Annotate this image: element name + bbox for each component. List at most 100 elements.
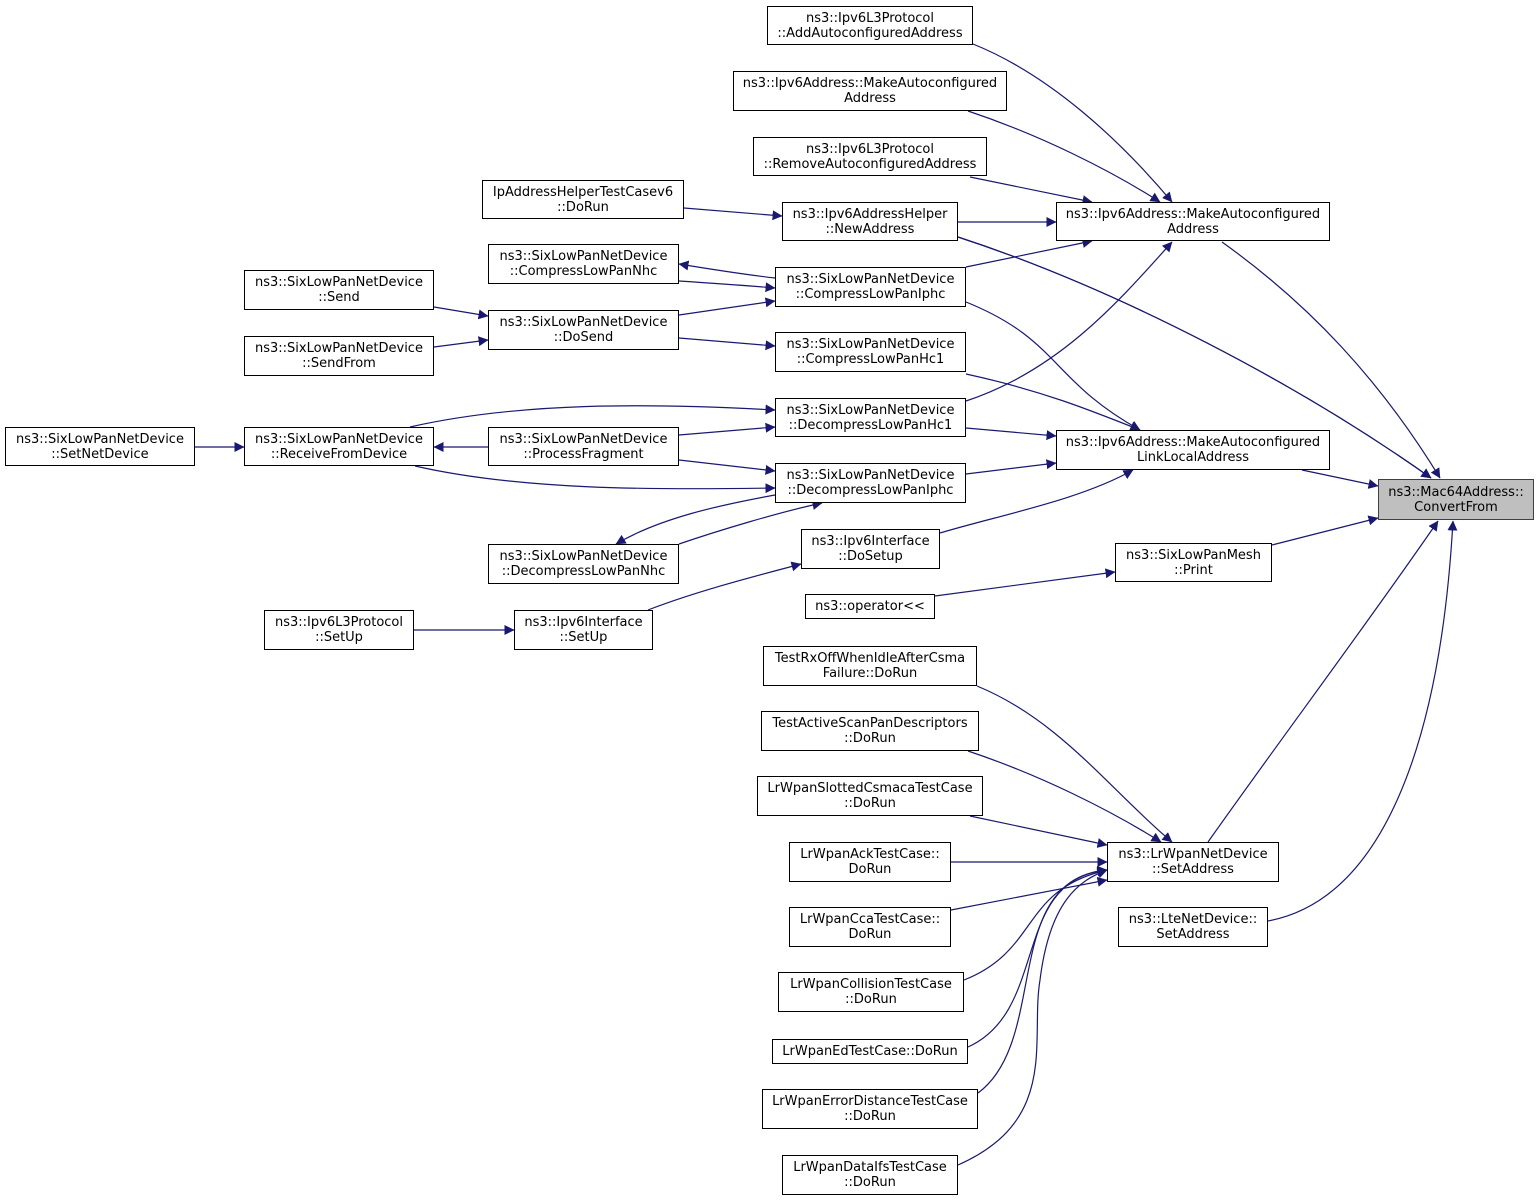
node-ltenetdevice-setaddress[interactable]: ns3::LteNetDevice:: SetAddress	[1118, 907, 1268, 947]
node-label: ns3::Ipv6L3Protocol ::AddAutoconfiguredA…	[777, 10, 963, 41]
node-ipv6l3protocol-setup[interactable]: ns3::Ipv6L3Protocol ::SetUp	[264, 610, 414, 650]
node-ipv6l3protocol-removeautoconfiguredaddress[interactable]: ns3::Ipv6L3Protocol ::RemoveAutoconfigur…	[753, 137, 987, 176]
edge-n10-to-n8	[678, 297, 776, 316]
edge-n32-to-n19	[1267, 520, 1458, 922]
node-label: LrWpanDataIfsTestCase ::DoRun	[793, 1160, 947, 1190]
node-makeautoconfiguredlinklocaladdress[interactable]: ns3::Ipv6Address::MakeAutoconfigured Lin…	[1056, 430, 1330, 470]
edge-n13-to-n6	[965, 241, 1173, 402]
edge-n33-to-n30	[963, 867, 1108, 981]
node-sixlowpannetdevice-processfragment[interactable]: ns3::SixLowPanNetDevice ::ProcessFragmen…	[488, 427, 679, 466]
edge-n15-to-n18	[414, 465, 776, 494]
node-label: ns3::SixLowPanNetDevice ::DecompressLowP…	[499, 549, 668, 579]
edge-n17-to-n19	[1301, 469, 1379, 489]
node-lrwpanerrordistancetestcase-dorun[interactable]: LrWpanErrorDistanceTestCase ::DoRun	[762, 1089, 978, 1129]
node-label: ns3::SixLowPanNetDevice ::CompressLowPan…	[786, 272, 955, 302]
node-ipv6interface-dosetup[interactable]: ns3::Ipv6Interface ::DoSetup	[801, 529, 940, 569]
node-lrwpanedtestcase-dorun[interactable]: LrWpanEdTestCase::DoRun	[772, 1039, 968, 1064]
node-label: ns3::SixLowPanMesh ::Print	[1126, 547, 1261, 578]
node-ipv6l3protocol-addautoconfiguredaddress[interactable]: ns3::Ipv6L3Protocol ::AddAutoconfiguredA…	[767, 6, 973, 45]
node-label: ns3::Ipv6Address::MakeAutoconfigured Lin…	[1065, 435, 1321, 465]
node-label: ns3::SixLowPanNetDevice ::ProcessFragmen…	[499, 431, 668, 462]
node-label: LrWpanAckTestCase:: DoRun	[800, 847, 940, 877]
node-label: ns3::SixLowPanNetDevice ::DecompressLowP…	[786, 402, 955, 433]
node-mac64address-convertfrom: ns3::Mac64Address:: ConvertFrom	[1378, 479, 1534, 520]
edge-n18-to-n20	[615, 494, 776, 545]
node-decompresslowpanhc1[interactable]: ns3::SixLowPanNetDevice ::DecompressLowP…	[775, 398, 966, 437]
node-label: ns3::SixLowPanNetDevice ::ReceiveFromDev…	[255, 431, 423, 462]
node-compresslowpanhc1[interactable]: ns3::SixLowPanNetDevice ::CompressLowPan…	[775, 332, 966, 372]
node-label: ns3::Ipv6Interface ::DoSetup	[811, 534, 930, 564]
edge-n5-to-n19	[957, 236, 1432, 479]
node-label: ns3::operator<<	[815, 599, 925, 614]
node-sixlowpannetdevice-dosend[interactable]: ns3::SixLowPanNetDevice ::DoSend	[488, 310, 679, 350]
node-ipv6address-makeautoconfiguredaddress[interactable]: ns3::Ipv6Address::MakeAutoconfigured Add…	[1056, 202, 1330, 241]
node-label: ns3::Ipv6L3Protocol ::SetUp	[275, 615, 403, 645]
edge-n12-to-n17	[965, 373, 1141, 432]
node-sixlowpannetdevice-send[interactable]: ns3::SixLowPanNetDevice ::Send	[244, 270, 434, 310]
edge-n20-to-n18	[678, 500, 823, 545]
node-testrxoffwhenidleaftercsmafailure-dorun[interactable]: TestRxOffWhenIdleAfterCsma Failure::DoRu…	[763, 646, 977, 686]
node-label: TestActiveScanPanDescriptors ::DoRun	[772, 716, 968, 746]
edge-n8-to-n6	[965, 238, 1093, 268]
node-label: ns3::Ipv6Interface ::SetUp	[524, 615, 643, 645]
node-lrwpannetdevice-setaddress[interactable]: ns3::LrWpanNetDevice ::SetAddress	[1107, 842, 1279, 882]
edge-n26-to-n30	[976, 685, 1173, 843]
node-label: ns3::SixLowPanNetDevice ::CompressLowPan…	[786, 337, 955, 367]
edge-n4-to-n5	[683, 207, 783, 221]
edge-n11-to-n10	[433, 336, 489, 348]
edge-n10-to-n12	[678, 337, 776, 351]
node-compresslowpannhc[interactable]: ns3::SixLowPanNetDevice ::CompressLowPan…	[488, 244, 679, 284]
edge-n25-to-n21	[647, 561, 802, 611]
edge-n18-to-n17	[965, 459, 1057, 475]
node-sixlowpannetdevice-sendfrom[interactable]: ns3::SixLowPanNetDevice ::SendFrom	[244, 336, 434, 376]
edge-n16-to-n18	[678, 459, 776, 475]
edge-n22-to-n19	[1271, 515, 1379, 546]
node-compresslowpaniphc[interactable]: ns3::SixLowPanNetDevice ::CompressLowPan…	[775, 267, 966, 307]
node-label: IpAddressHelperTestCasev6 ::DoRun	[492, 184, 674, 215]
node-label: ns3::SixLowPanNetDevice ::CompressLowPan…	[499, 249, 668, 279]
edge-n27-to-n30	[967, 750, 1162, 843]
node-sixlowpannetdevice-receivefromdevice[interactable]: ns3::SixLowPanNetDevice ::ReceiveFromDev…	[244, 427, 434, 466]
node-label: ns3::Ipv6AddressHelper ::NewAddress	[792, 206, 948, 237]
node-label: LrWpanCollisionTestCase ::DoRun	[790, 977, 952, 1007]
edge-n9-to-n10	[433, 306, 489, 320]
node-lrwpancollisiontestcase-dorun[interactable]: LrWpanCollisionTestCase ::DoRun	[778, 972, 964, 1012]
edge-n16-to-n13	[678, 422, 776, 436]
node-lrwpandataifstestcase-dorun[interactable]: LrWpanDataIfsTestCase ::DoRun	[782, 1155, 958, 1195]
node-lrwpanccatestcase-dorun[interactable]: LrWpanCcaTestCase:: DoRun	[789, 907, 951, 947]
edge-n7-to-n8	[678, 280, 776, 293]
node-ipaddresshelpertestcasev6-dorun[interactable]: IpAddressHelperTestCasev6 ::DoRun	[482, 180, 684, 219]
node-label: TestRxOffWhenIdleAfterCsma Failure::DoRu…	[774, 651, 966, 681]
node-label: LrWpanEdTestCase::DoRun	[782, 1044, 958, 1059]
edge-n8-to-n7	[678, 260, 776, 279]
edge-n2-to-n19	[1221, 241, 1441, 479]
node-label: ns3::Ipv6L3Protocol ::RemoveAutoconfigur…	[763, 141, 977, 172]
node-ipv6interface-setup[interactable]: ns3::Ipv6Interface ::SetUp	[514, 610, 653, 650]
edge-n36-to-n30	[957, 868, 1108, 1166]
node-ipv6addresshelper-newaddress[interactable]: ns3::Ipv6AddressHelper ::NewAddress	[782, 202, 958, 241]
node-decompresslowpaniphc[interactable]: ns3::SixLowPanNetDevice ::DecompressLowP…	[775, 463, 966, 503]
edge-n3-to-n6	[969, 176, 1093, 205]
node-label: ns3::Ipv6Address::MakeAutoconfigured Add…	[742, 76, 998, 106]
node-sixlowpannetdevice-setnetdevice[interactable]: ns3::SixLowPanNetDevice ::SetNetDevice	[5, 427, 195, 466]
node-label: ns3::Ipv6Address::MakeAutoconfigured Add…	[1065, 206, 1321, 237]
edge-n1-to-n6	[972, 43, 1173, 203]
node-label: ns3::SixLowPanNetDevice ::DecompressLowP…	[786, 468, 955, 498]
node-label: ns3::LrWpanNetDevice ::SetAddress	[1118, 847, 1268, 877]
node-lrwpanslottedcsmacatestcase-dorun[interactable]: LrWpanSlottedCsmacaTestCase ::DoRun	[757, 776, 983, 816]
edge-n23-to-n22	[934, 568, 1116, 597]
node-lrwpanacktestcase-dorun[interactable]: LrWpanAckTestCase:: DoRun	[789, 842, 951, 882]
node-decompresslowpannhc[interactable]: ns3::SixLowPanNetDevice ::DecompressLowP…	[488, 544, 679, 584]
edge-n35-to-n30	[977, 865, 1108, 1094]
node-testactivescanpandescriptors-dorun[interactable]: TestActiveScanPanDescriptors ::DoRun	[761, 711, 979, 751]
node-sixlowpanmesh-print[interactable]: ns3::SixLowPanMesh ::Print	[1115, 543, 1272, 582]
node-operator-stream[interactable]: ns3::operator<<	[805, 594, 935, 619]
node-label: ns3::Mac64Address:: ConvertFrom	[1388, 484, 1524, 515]
node-label: ns3::SixLowPanNetDevice ::Send	[255, 275, 423, 305]
edge-n8-to-n17	[965, 301, 1141, 431]
node-label: LrWpanSlottedCsmacaTestCase ::DoRun	[767, 781, 973, 811]
node-label: ns3::SixLowPanNetDevice ::DoSend	[499, 315, 668, 345]
node-ipv6address-makeautoconfiguredaddress-upper[interactable]: ns3::Ipv6Address::MakeAutoconfigured Add…	[733, 71, 1007, 111]
